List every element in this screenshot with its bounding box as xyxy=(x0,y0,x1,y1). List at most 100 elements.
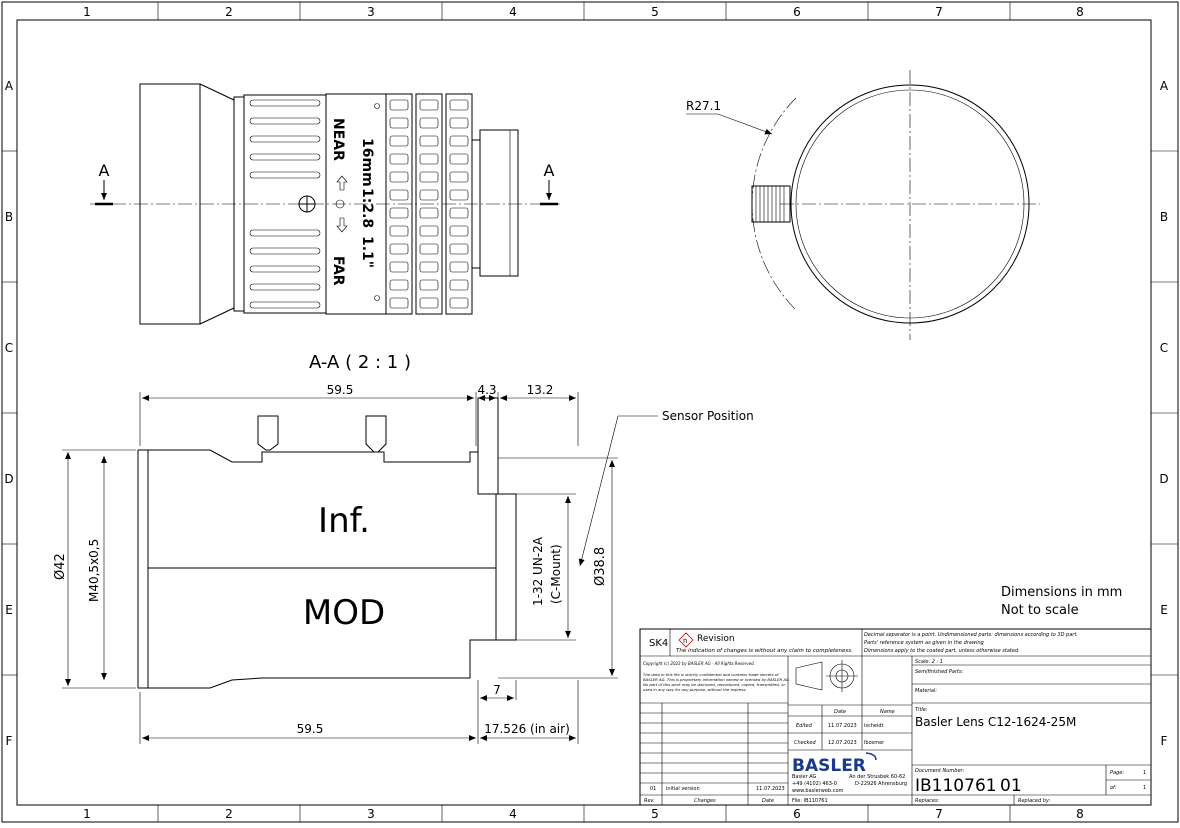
dimension-flange: 17.526 (in air) xyxy=(484,722,570,736)
projection-symbol-icon xyxy=(795,660,858,692)
row-label: E xyxy=(1160,603,1168,617)
company-phone: +49 (4102) 463-0 xyxy=(792,781,837,787)
cut-mark-left: A xyxy=(99,161,110,180)
basler-logo-swoosh-icon xyxy=(865,752,877,761)
document-number: IB110761 xyxy=(915,776,997,796)
row-label: E xyxy=(5,603,13,617)
sensor-position-label: Sensor Position xyxy=(662,409,754,423)
row-label: F xyxy=(1161,734,1168,748)
section-title: A-A ( 2 : 1 ) xyxy=(309,352,411,373)
arrow-up-icon xyxy=(336,175,348,191)
row-label: A xyxy=(1160,79,1169,93)
copyright-text: Copyright (c) 2023 by BASLER AG - All Ri… xyxy=(643,661,755,666)
scale-label: Scale: 2 : 1 xyxy=(915,659,943,665)
dimension-bottom-length: 59.5 xyxy=(297,722,324,736)
cut-mark-right: A xyxy=(544,161,555,180)
pin-left xyxy=(257,415,279,451)
column-changes: Changes xyxy=(694,798,716,804)
document-revision: 01 xyxy=(1000,776,1022,796)
section-view: A-A ( 2 : 1 ) Inf. MOD 59.5 4.3 13.2 Sen… xyxy=(53,352,754,744)
revision-index: 01 xyxy=(650,786,656,792)
revision-change: initial version xyxy=(666,786,700,792)
focus-ring-grooves xyxy=(249,99,321,309)
edited-label: Edited xyxy=(796,723,813,729)
dimension-mount-name: (C-Mount) xyxy=(549,544,563,604)
replaces-label: Replaces: xyxy=(915,798,940,804)
grid-column-labels-top: 1 2 3 4 5 6 7 8 xyxy=(83,5,1084,19)
row-label: B xyxy=(5,210,13,224)
legal-line-4: used in any way for any purpose, without… xyxy=(643,687,747,692)
edited-name: ischeidt xyxy=(864,723,884,729)
dimension-thread: M40,5x0,5 xyxy=(87,539,101,602)
column-label: 3 xyxy=(367,807,375,821)
revision-date: 11.07.2023 xyxy=(756,786,785,792)
decimal-note-3: Dimensions apply to the coated part, unl… xyxy=(864,648,1020,654)
title-block: SK4 n Revision The indication of changes… xyxy=(639,628,1152,806)
dimension-mount-thread: 1-32 UN-2A xyxy=(531,536,545,606)
column-date: Date xyxy=(762,798,774,804)
name-header: Name xyxy=(880,709,895,715)
title-label: Title: xyxy=(915,707,928,713)
row-label: A xyxy=(5,79,14,93)
row-label: B xyxy=(1160,210,1168,224)
company-name: Basler AG xyxy=(792,774,817,780)
of-value: 1 xyxy=(1143,785,1146,791)
grid-row-labels-right: A B C D E F xyxy=(1159,79,1169,748)
row-label: C xyxy=(1160,341,1168,355)
column-label: 5 xyxy=(651,5,659,19)
decimal-note-1: Decimal separator is a point. Undimensio… xyxy=(864,632,1078,638)
legal-line-3: No part of this work may be disclosed, r… xyxy=(643,682,786,687)
lens-front-view: R27.1 xyxy=(686,70,1040,340)
sk-code: SK4 xyxy=(649,638,668,649)
inf-label: Inf. xyxy=(318,501,370,541)
arrow-down-icon xyxy=(336,217,348,233)
column-label: 8 xyxy=(1076,807,1084,821)
decimal-note-2: Parts' reference system as given in the … xyxy=(864,640,984,646)
legal-line-1: The data in this file is strictly confid… xyxy=(643,672,779,677)
semifinished-label: Semifinished Parts: xyxy=(915,669,964,675)
legal-line-2: BASLER AG. This is proprietary informati… xyxy=(643,677,790,682)
row-label: C xyxy=(5,341,13,355)
grid-row-labels-left: A B C D E F xyxy=(4,79,14,748)
checked-date: 12.07.2023 xyxy=(828,740,857,746)
units-note: Dimensions in mm xyxy=(1001,585,1122,600)
edited-date: 11.07.2023 xyxy=(828,723,857,729)
format-label: 1.1" xyxy=(359,236,375,268)
dimension-small-seven: 7 xyxy=(493,683,501,697)
column-label: 4 xyxy=(509,5,517,19)
row-label: D xyxy=(1159,472,1168,486)
column-label: 3 xyxy=(367,5,375,19)
column-label: 2 xyxy=(225,5,233,19)
column-label: 8 xyxy=(1076,5,1084,19)
column-label: 5 xyxy=(651,807,659,821)
grid-column-labels-bottom: 1 2 3 4 5 6 7 8 xyxy=(83,807,1084,821)
dimension-right-diameter: Ø38.8 xyxy=(593,547,608,586)
company-web: www.baslerweb.com xyxy=(792,788,843,794)
company-address-2: D-22926 Ahrensburg xyxy=(855,781,907,787)
drawing-title: Basler Lens C12-1624-25M xyxy=(915,715,1076,729)
column-label: 6 xyxy=(793,5,801,19)
revision-symbol: n xyxy=(683,637,687,645)
company-address-1: An der Strusbek 60-62 xyxy=(849,774,905,780)
mod-label: MOD xyxy=(303,593,385,633)
of-label: of: xyxy=(1110,785,1117,791)
column-label: 7 xyxy=(935,5,943,19)
knurled-rings xyxy=(385,93,473,315)
file-label: File: IB110761 xyxy=(792,798,828,804)
dimension-top-small: 4.3 xyxy=(477,383,496,397)
lens-side-view: NEAR FAR 16mm 1:2.8 1.1" xyxy=(90,83,560,325)
revision-diamond-icon xyxy=(678,632,694,648)
radius-dimension: R27.1 xyxy=(686,99,721,113)
dimension-top-right: 13.2 xyxy=(527,383,554,397)
revision-label: Revision xyxy=(697,634,735,644)
scale-note: Not to scale xyxy=(1001,603,1079,618)
aperture-label: 1:2.8 xyxy=(359,188,375,228)
basler-logo: BASLER xyxy=(792,756,866,776)
row-label: F xyxy=(6,734,13,748)
checked-label: Checked xyxy=(794,740,816,746)
column-label: 1 xyxy=(83,5,91,19)
checked-name: lbosmer xyxy=(864,740,885,746)
